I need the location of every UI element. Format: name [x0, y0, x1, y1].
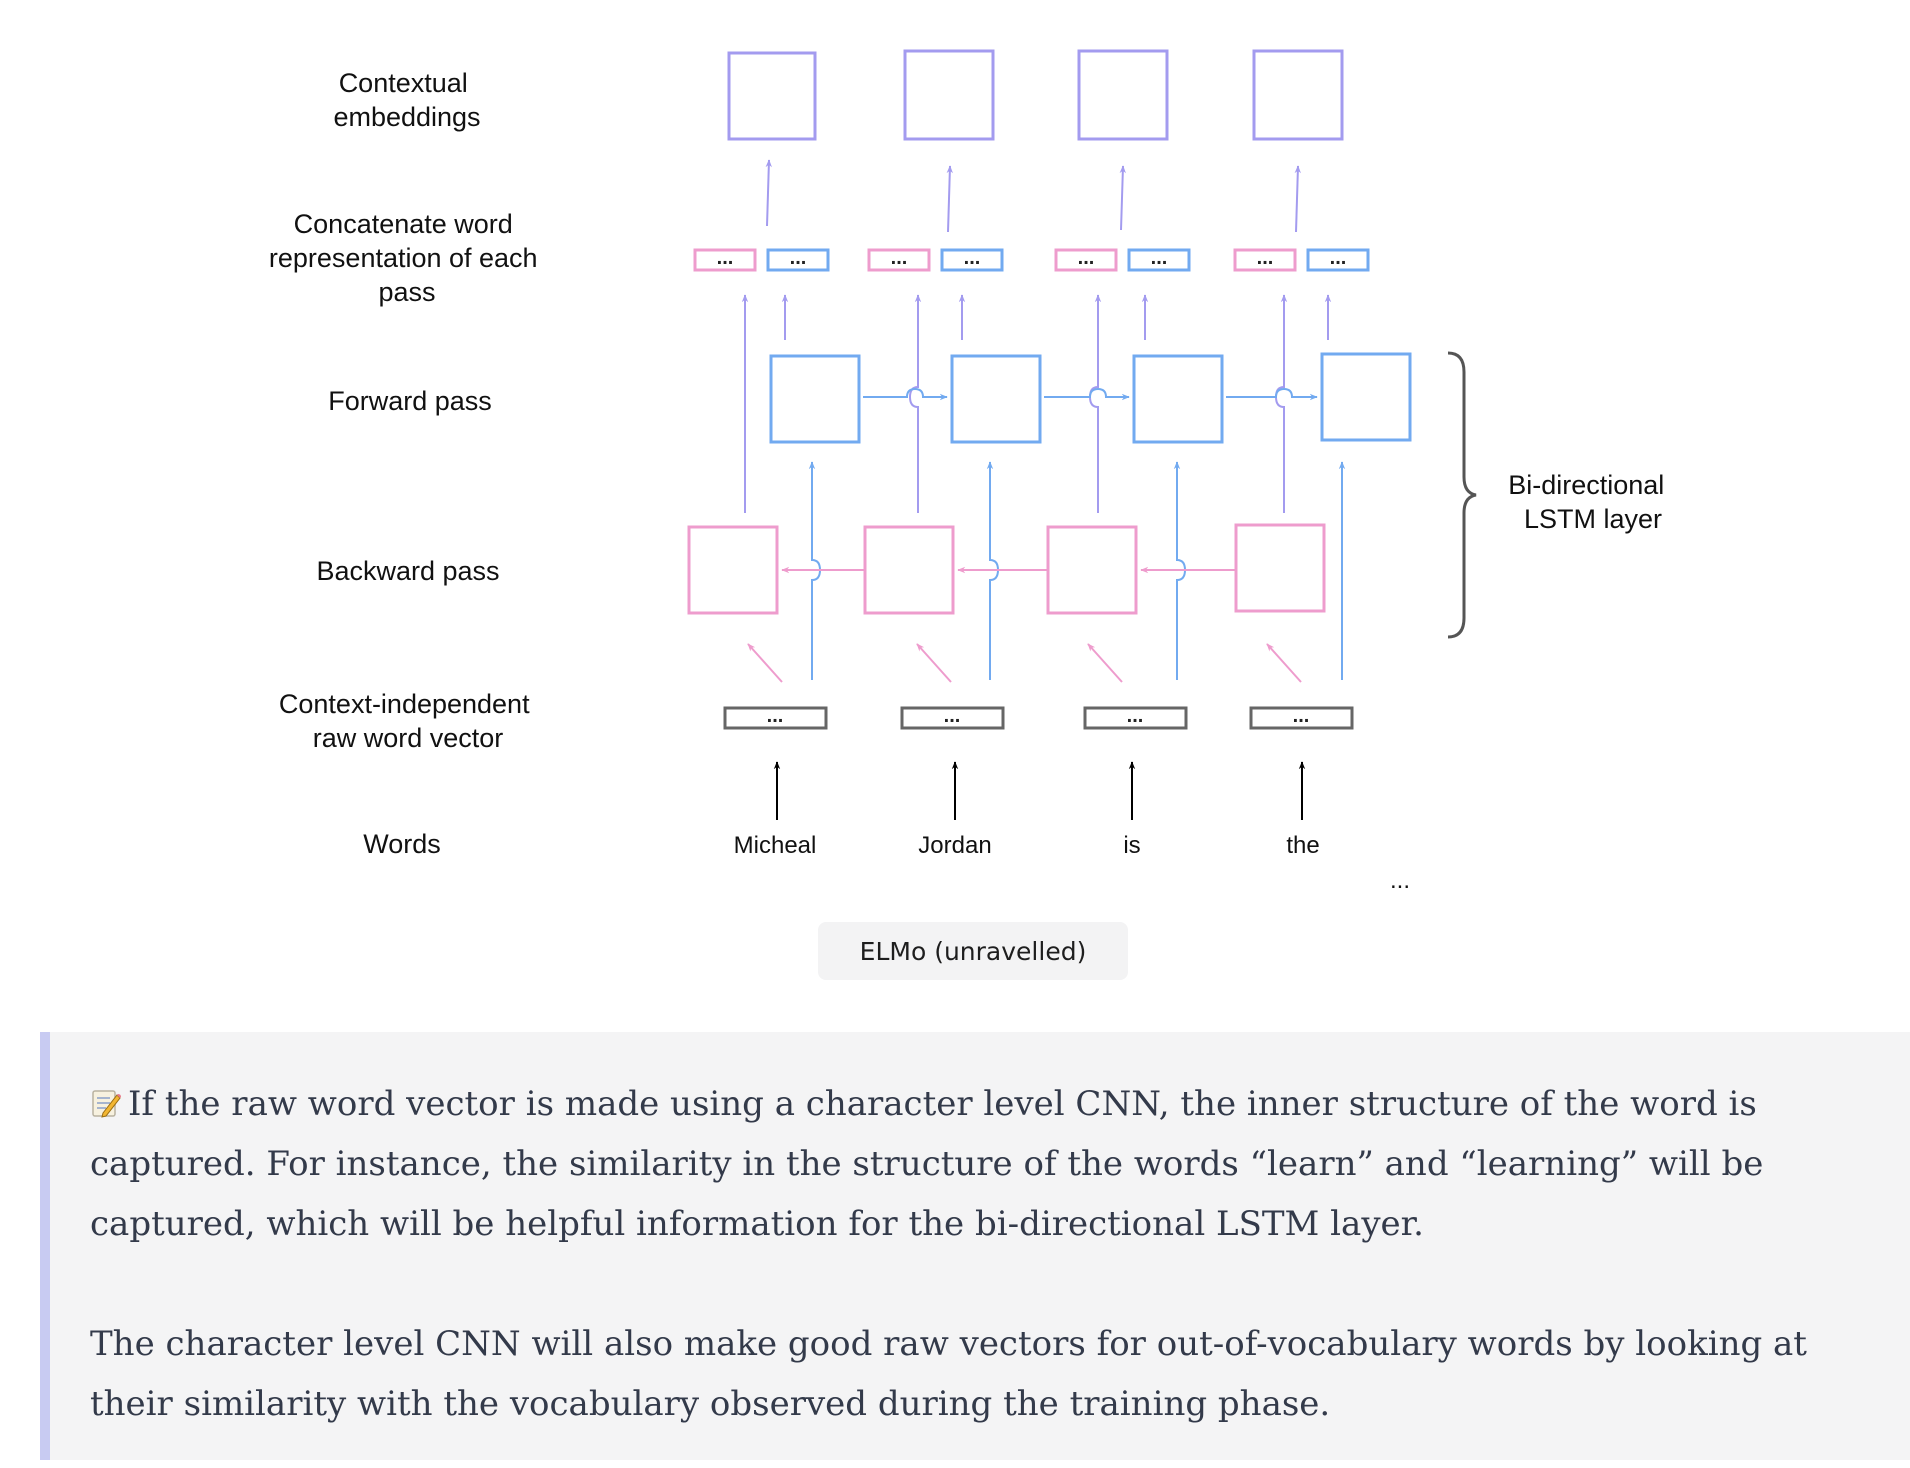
forward-connection — [1044, 387, 1130, 401]
memo-icon — [90, 1078, 122, 1118]
contextual-embedding-box — [903, 49, 995, 141]
repr-dots: ... — [717, 247, 734, 269]
column-3: ... ... ... is — [1046, 49, 1224, 859]
forward-lstm-box — [1320, 352, 1412, 442]
note-paragraph-2: The character level CNN will also make g… — [90, 1324, 1807, 1424]
contextual-embedding-box — [1077, 49, 1169, 141]
label-contextual-embeddings: Contextual embeddings — [333, 68, 480, 132]
word-label: the — [1286, 832, 1319, 859]
word-label: Jordan — [918, 832, 991, 859]
backward-lstm-box — [687, 525, 779, 615]
forward-lstm-box — [1132, 354, 1224, 444]
contextual-embedding-box — [1252, 49, 1344, 141]
label-forward-pass: Forward pass — [328, 386, 492, 416]
raw-vector-box — [900, 706, 1005, 730]
arrow-diagonal — [747, 643, 783, 683]
repr-dots: ... — [891, 247, 908, 269]
repr-dots: ... — [964, 247, 981, 269]
backward-repr-box — [693, 248, 757, 272]
backward-lstm-box — [1046, 525, 1138, 615]
repr-dots: ... — [1257, 247, 1274, 269]
label-words: Words — [363, 829, 441, 859]
elmo-diagram: Contextual embeddings Concatenate word r… — [269, 49, 1672, 894]
backward-repr-box — [1054, 248, 1118, 272]
forward-repr-box — [1127, 248, 1191, 272]
forward-repr-box — [1306, 248, 1370, 272]
backward-repr-box — [1233, 248, 1297, 272]
arrow-up — [765, 159, 772, 227]
repr-dots: ... — [790, 247, 807, 269]
arrow-up — [946, 165, 953, 233]
column-4: ... ... ... the — [1233, 49, 1412, 859]
arrow-up-with-hop — [908, 294, 922, 513]
figure-caption: ELMo (unravelled) — [818, 922, 1128, 980]
forward-connection — [1226, 387, 1318, 401]
arrow-up-with-hop — [1088, 294, 1102, 513]
repr-dots: ... — [1151, 247, 1168, 269]
raw-vector-dots: ... — [944, 705, 961, 727]
arrow-diagonal — [1266, 643, 1302, 683]
forward-repr-box — [766, 248, 830, 272]
raw-vector-dots: ... — [767, 705, 784, 727]
note-text-1: If the raw word vector is made using a c… — [90, 1084, 1764, 1244]
note-paragraph-1: If the raw word vector is made using a c… — [90, 1074, 1870, 1254]
raw-vector-box — [723, 706, 828, 730]
repr-dots: ... — [1078, 247, 1095, 269]
forward-lstm-box — [950, 354, 1042, 444]
backward-lstm-box — [863, 525, 955, 615]
arrow-up — [1119, 165, 1126, 231]
arrow-diagonal — [1087, 643, 1123, 683]
arrow-diagonal — [916, 643, 952, 683]
forward-lstm-box — [769, 354, 861, 444]
word-label: is — [1123, 832, 1140, 859]
raw-vector-dots: ... — [1293, 705, 1310, 727]
column-1: ... ... ... Micheal — [687, 51, 861, 859]
word-label: Micheal — [734, 832, 817, 859]
trailing-ellipsis: ... — [1390, 867, 1410, 894]
arrow-up — [1294, 165, 1301, 233]
label-raw-word-vector: Context-independent raw word vector — [279, 689, 537, 753]
backward-repr-box — [867, 248, 931, 272]
contextual-embedding-box — [727, 51, 817, 141]
bidirectional-bracket — [1447, 351, 1477, 639]
label-concatenate: Concatenate word representation of each … — [269, 209, 545, 307]
backward-lstm-box — [1234, 523, 1326, 613]
label-bidirectional-lstm: Bi-directional LSTM layer — [1508, 470, 1672, 534]
raw-vector-box — [1249, 706, 1354, 730]
label-backward-pass: Backward pass — [316, 556, 499, 586]
raw-vector-dots: ... — [1127, 705, 1144, 727]
arrow-up-with-hop — [1274, 294, 1288, 513]
note-callout: If the raw word vector is made using a c… — [40, 1032, 1910, 1460]
column-2: ... ... ... Jordan — [863, 49, 1042, 859]
forward-connection — [863, 387, 948, 401]
repr-dots: ... — [1330, 247, 1347, 269]
raw-vector-box — [1083, 706, 1188, 730]
forward-repr-box — [940, 248, 1004, 272]
